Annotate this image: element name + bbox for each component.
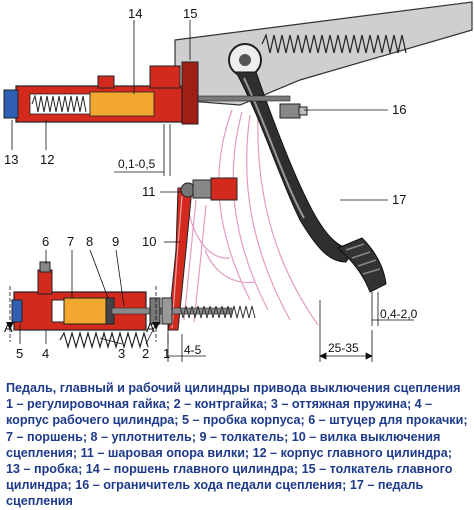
dimension-pedal xyxy=(319,292,414,362)
slave-plug xyxy=(11,299,23,323)
master-piston xyxy=(89,91,155,117)
dimension-text-0-4-2-0: 0,4-2,0 xyxy=(380,307,418,321)
dimension-text-4-5: 4-5 xyxy=(184,343,202,357)
label-15: 15 xyxy=(183,6,197,21)
label-16: 16 xyxy=(392,102,406,117)
bleed-nipple xyxy=(39,261,51,273)
pedal-phantom-positions xyxy=(187,109,319,326)
slave-piston xyxy=(63,297,107,325)
pushrod-thread xyxy=(179,305,256,319)
label-7: 7 xyxy=(67,234,74,249)
label-A-right: A xyxy=(146,320,155,335)
label-4: 4 xyxy=(42,346,49,361)
master-plug xyxy=(3,89,19,119)
label-1: 1 xyxy=(163,346,170,361)
label-5: 5 xyxy=(16,346,23,361)
label-9: 9 xyxy=(112,234,119,249)
label-11: 11 xyxy=(142,184,156,199)
label-6: 6 xyxy=(42,234,49,249)
lock-nut xyxy=(161,297,173,325)
label-8: 8 xyxy=(86,234,93,249)
dimension-text-25-35: 25-35 xyxy=(328,341,359,355)
label-10: 10 xyxy=(142,234,156,249)
figure-caption: Педаль, главный и рабочий цилиндры приво… xyxy=(6,381,468,509)
label-3: 3 xyxy=(118,346,125,361)
dimension-gap-master xyxy=(114,124,171,176)
label-2: 2 xyxy=(142,346,149,361)
pedal-travel-stop xyxy=(279,103,308,119)
label-14: 14 xyxy=(128,6,142,21)
slave-cylinder xyxy=(11,261,147,331)
clutch-diagram: 14 15 16 13 12 11 17 10 6 7 8 9 A A 5 4 … xyxy=(3,1,473,362)
pedal-bracket xyxy=(174,1,473,106)
dimension-text-0-1-0-5: 0,1-0,5 xyxy=(118,157,156,171)
label-17: 17 xyxy=(392,192,406,207)
fork-ball-support xyxy=(180,177,238,201)
fork-return-spring xyxy=(59,330,149,350)
master-cylinder xyxy=(15,61,199,125)
pedal-return-spring xyxy=(261,33,407,54)
leader-lines xyxy=(11,20,388,345)
label-12: 12 xyxy=(40,152,54,167)
label-13: 13 xyxy=(4,152,18,167)
label-A-left: A xyxy=(4,320,13,335)
